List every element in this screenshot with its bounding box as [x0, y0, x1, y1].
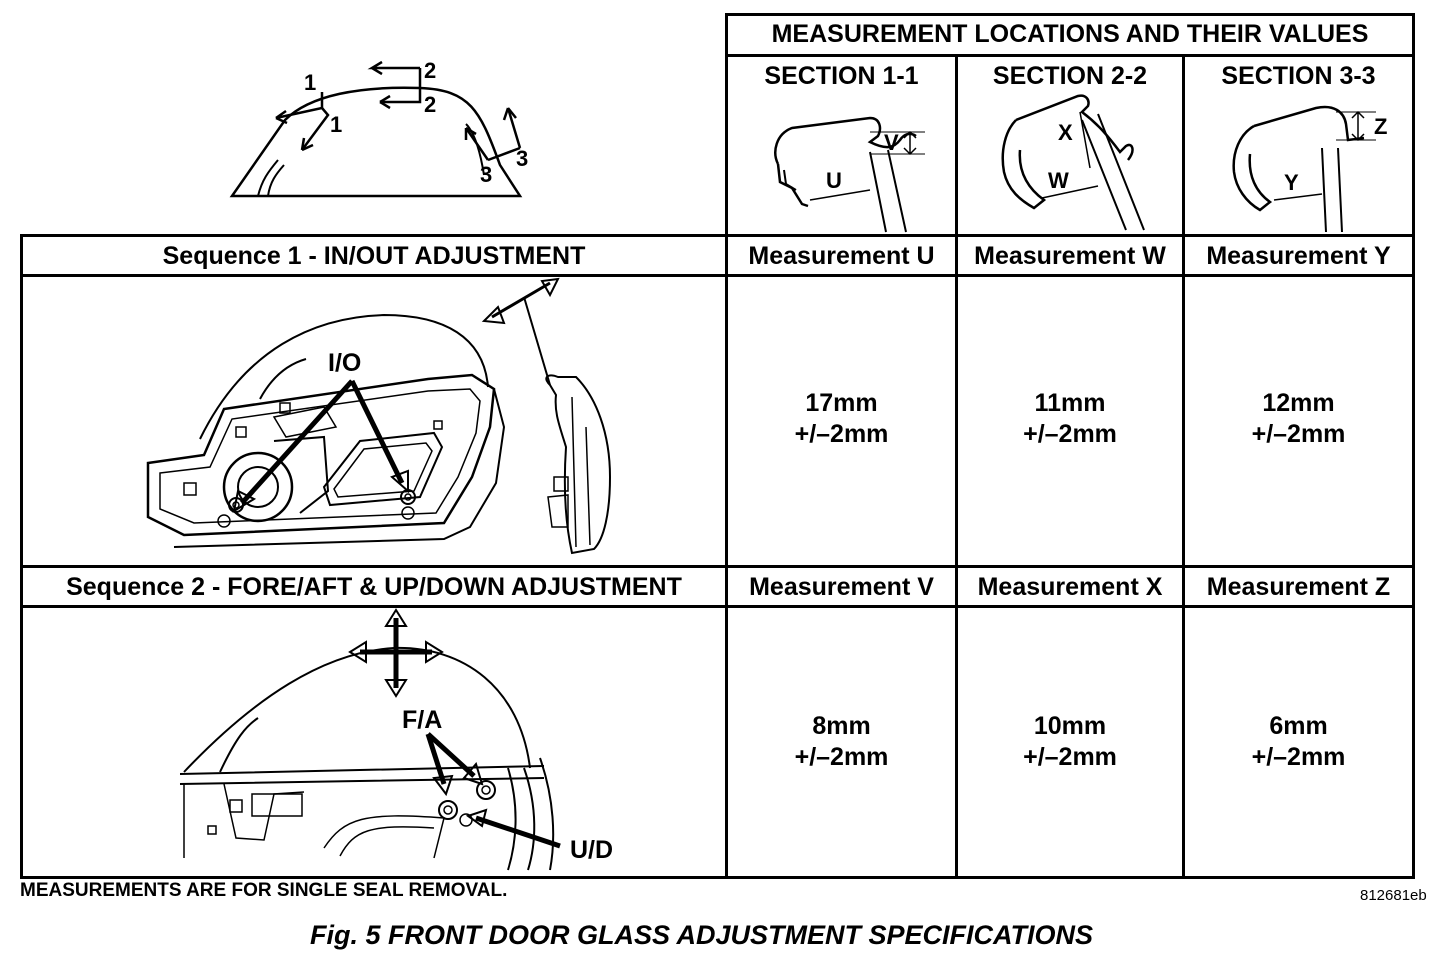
section-3-3-label-z: Z — [1374, 114, 1388, 139]
section-1-1-label-v: V — [884, 130, 899, 155]
key-label-3-right: 3 — [516, 146, 529, 171]
key-label-1-bottom: 1 — [330, 112, 343, 137]
divider — [955, 54, 958, 879]
measurement-w-value: 11mm +/–2mm — [1023, 389, 1117, 448]
divider — [20, 605, 1415, 608]
sequence-2-title: Sequence 2 - FORE/AFT & UP/DOWN ADJUSTME… — [66, 573, 682, 601]
ud-callout: U/D — [570, 836, 614, 864]
section-2-2-label-x: X — [1058, 120, 1073, 145]
section-2-2-label-w: W — [1048, 168, 1069, 193]
measurement-w-label: Measurement W — [974, 242, 1166, 270]
section-1-1-label-u: U — [826, 168, 842, 193]
key-label-2-top: 2 — [424, 58, 437, 83]
measurement-x-label: Measurement X — [977, 573, 1163, 601]
sequence-1-door-illustration — [146, 277, 612, 555]
divider — [20, 565, 1415, 568]
section-3-3-label-y: Y — [1284, 170, 1299, 195]
sequence-2-door-illustration — [179, 608, 561, 871]
footnote: MEASUREMENTS ARE FOR SINGLE SEAL REMOVAL… — [20, 880, 508, 901]
measurement-table-title: MEASUREMENT LOCATIONS AND THEIR VALUES — [771, 20, 1369, 48]
figure-caption: Fig. 5 FRONT DOOR GLASS ADJUSTMENT SPECI… — [310, 920, 1094, 950]
figure-code: 812681eb — [1360, 887, 1427, 904]
measurement-y-label: Measurement Y — [1206, 242, 1391, 270]
section-1-1-diagram — [774, 116, 925, 233]
section-2-2-header: SECTION 2-2 — [992, 62, 1148, 90]
measurement-u-label: Measurement U — [748, 242, 935, 270]
section-3-3-header: SECTION 3-3 — [1221, 62, 1376, 90]
section-1-1-header: SECTION 1-1 — [764, 62, 919, 90]
measurement-y-value: 12mm +/–2mm — [1251, 389, 1346, 448]
measurement-u-value: 17mm +/–2mm — [794, 389, 889, 448]
sequence-1-title: Sequence 1 - IN/OUT ADJUSTMENT — [162, 242, 586, 270]
section-3-3-diagram — [1232, 105, 1376, 233]
measurement-z-value: 6mm +/–2mm — [1251, 712, 1346, 771]
measurement-v-label: Measurement V — [749, 573, 934, 601]
divider — [725, 54, 1415, 57]
section-2-2-diagram — [1001, 94, 1145, 231]
measurement-x-value: 10mm +/–2mm — [1023, 712, 1117, 771]
divider — [20, 274, 1415, 277]
key-label-3-left: 3 — [480, 162, 493, 187]
key-label-2-bottom: 2 — [424, 92, 437, 117]
fa-callout: F/A — [402, 706, 443, 734]
divider — [1182, 54, 1185, 879]
sequence-table — [20, 234, 1415, 879]
measurement-z-label: Measurement Z — [1206, 573, 1391, 601]
key-label-1-top: 1 — [304, 70, 317, 95]
io-callout: I/O — [328, 349, 362, 377]
measurement-v-value: 8mm +/–2mm — [794, 712, 889, 771]
section-key-diagram — [229, 60, 523, 198]
